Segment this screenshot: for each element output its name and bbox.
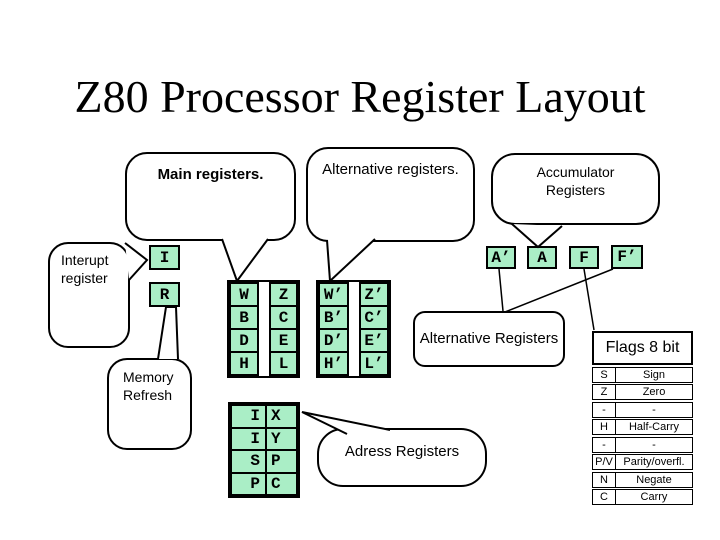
register-cell: Y xyxy=(265,426,298,451)
register-cell: L xyxy=(269,351,298,376)
register-cell: D’ xyxy=(318,328,349,353)
alternative-registers-bubble: Alternative registers. xyxy=(306,147,475,242)
connector-line xyxy=(504,268,614,313)
flag-letter: H xyxy=(593,420,616,435)
register-cell: P xyxy=(230,471,267,496)
register-cell: X xyxy=(265,404,298,429)
accumulator-label-line2: Registers xyxy=(545,181,606,198)
page-title: Z80 Processor Register Layout xyxy=(74,71,646,122)
register-cell: C’ xyxy=(359,305,389,330)
interupt-label-line1: Interupt xyxy=(61,252,109,268)
flag-letter: S xyxy=(593,368,616,382)
flag-letter: N xyxy=(593,472,616,487)
register-cell: W xyxy=(229,282,259,307)
adress-registers-label: Adress Registers xyxy=(344,443,460,460)
flag-name: Carry xyxy=(640,491,668,504)
interupt-label-line2: register xyxy=(61,269,108,286)
register-box-a: A xyxy=(527,246,557,269)
main-registers-bubble: Main registers. xyxy=(125,152,296,241)
register-box-f-prime: F’ xyxy=(611,245,643,269)
memory-refresh-bubble: Memory Refresh xyxy=(107,358,192,450)
register-cell: Z’ xyxy=(359,282,389,307)
flag-name: Zero xyxy=(642,386,666,399)
accumulator-bubble-tail xyxy=(511,223,563,249)
memory-label-line1: Memory xyxy=(123,369,174,385)
flag-name: Negate xyxy=(636,473,672,486)
connector-line xyxy=(583,268,595,331)
adress-registers-bubble: Adress Registers xyxy=(317,428,487,487)
flag-row: Z Zero xyxy=(592,384,693,401)
register-cell: C xyxy=(265,471,298,496)
flag-letter: C xyxy=(593,490,616,504)
accumulator-registers-bubble: Accumulator Registers xyxy=(491,153,660,225)
alt-register-block: W’ B’ D’ H’ Z’ C’ E’ L’ xyxy=(316,280,391,378)
flag-name: - xyxy=(652,438,656,451)
connector-line xyxy=(498,268,504,312)
alternative-registers-box-label: Alternative Registers xyxy=(419,329,559,347)
flag-row: P/V Parity/overfl. xyxy=(592,454,693,471)
register-cell: H’ xyxy=(318,351,349,376)
register-box-i: I xyxy=(149,245,180,270)
register-cell: S xyxy=(230,449,267,474)
flag-row: S Sign xyxy=(592,367,693,383)
register-cell: B xyxy=(229,305,259,330)
flag-letter: Z xyxy=(593,385,616,400)
register-cell: E’ xyxy=(359,328,389,353)
flag-name: Half-Carry xyxy=(628,421,680,434)
flag-row: - - xyxy=(592,401,693,418)
alternative-registers-box: Alternative Registers xyxy=(413,311,565,367)
flag-row: C Carry xyxy=(592,489,693,505)
main-registers-label: Main registers. xyxy=(157,166,264,183)
register-cell: D xyxy=(229,328,259,353)
memory-label-line2: Refresh xyxy=(123,386,173,403)
register-cell: H xyxy=(229,351,259,376)
main-bubble-tail xyxy=(221,238,269,284)
register-box-a-prime: A’ xyxy=(486,246,516,269)
register-cell: I xyxy=(230,404,267,429)
register-cell: C xyxy=(269,305,298,330)
accumulator-label-line1: Accumulator xyxy=(536,164,615,180)
register-cell: L’ xyxy=(359,351,389,376)
flag-row: - - xyxy=(592,436,693,453)
register-box-r: R xyxy=(149,282,180,307)
register-cell: B’ xyxy=(318,305,349,330)
register-cell: E xyxy=(269,328,298,353)
interupt-register-bubble: Interupt register xyxy=(48,242,130,348)
main-register-block: W B D H Z C E L xyxy=(227,280,300,378)
memory-bubble-tail xyxy=(157,306,179,360)
flag-name: - xyxy=(652,403,656,416)
flag-letter: P/V xyxy=(593,455,616,470)
flag-name: Sign xyxy=(642,368,666,381)
flags-table: S Sign Z Zero - - H Half-Carry - - P/V P… xyxy=(592,367,693,507)
flag-name: Parity/overfl. xyxy=(623,456,685,469)
flag-letter: - xyxy=(593,437,616,452)
address-register-block: I X I Y S P P C xyxy=(228,402,300,498)
register-box-f: F xyxy=(569,246,599,269)
flag-row: H Half-Carry xyxy=(592,419,693,436)
alternative-registers-label: Alternative registers. xyxy=(322,161,459,178)
register-cell: I xyxy=(230,426,267,451)
flags-header: Flags 8 bit xyxy=(592,331,693,365)
register-cell: W’ xyxy=(318,282,349,307)
register-cell: Z xyxy=(269,282,298,307)
flag-row: N Negate xyxy=(592,471,693,488)
register-cell: P xyxy=(265,449,298,474)
alternative-bubble-tail xyxy=(326,238,376,284)
flag-letter: - xyxy=(593,402,616,417)
